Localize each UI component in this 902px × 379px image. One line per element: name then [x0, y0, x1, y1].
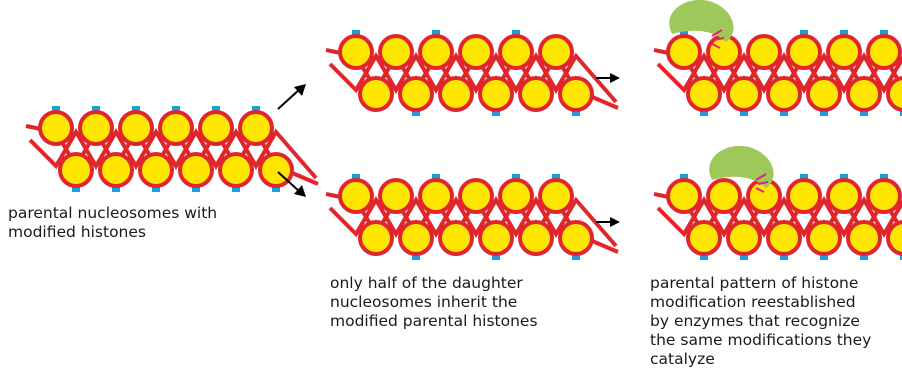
modification-mark-icon — [900, 252, 902, 260]
histone-octamer — [846, 220, 882, 256]
catalysis-spark-icon — [755, 173, 769, 193]
histone-octamer — [378, 178, 414, 214]
catalysis-spark-icon — [711, 29, 725, 49]
histone-octamer — [438, 76, 474, 112]
histone-octamer — [98, 152, 134, 188]
arrow-icon — [596, 73, 620, 83]
histone-octamer — [78, 110, 114, 146]
histone-octamer — [886, 76, 902, 112]
histone-octamer — [886, 220, 902, 256]
histone-octamer — [666, 178, 702, 214]
histone-octamer — [378, 34, 414, 70]
histone-octamer — [866, 34, 902, 70]
histone-octamer — [538, 178, 574, 214]
caption-half-inherit: only half of the daughter nucleosomes in… — [330, 274, 538, 330]
histone-octamer — [458, 34, 494, 70]
restored-strand-top — [653, 0, 902, 116]
histone-octamer — [38, 110, 74, 146]
histone-octamer — [498, 178, 534, 214]
histone-octamer — [686, 76, 722, 112]
histone-octamer — [398, 76, 434, 112]
histone-octamer — [418, 178, 454, 214]
histone-octamer — [826, 34, 862, 70]
histone-octamer — [706, 34, 742, 70]
histone-octamer — [218, 152, 254, 188]
histone-octamer — [726, 220, 762, 256]
caption-pattern-reestablished: parental pattern of histone modification… — [650, 274, 872, 368]
parental-nucleosome-strand — [25, 106, 319, 192]
histone-octamer — [338, 178, 374, 214]
enzyme-icon — [669, 0, 734, 42]
histone-octamer — [438, 220, 474, 256]
daughter-strand-bottom — [325, 174, 619, 260]
histone-octamer — [358, 76, 394, 112]
histone-octamer — [766, 220, 802, 256]
histone-octamer — [766, 76, 802, 112]
histone-octamer — [338, 34, 374, 70]
histone-octamer — [198, 110, 234, 146]
histone-octamer — [158, 110, 194, 146]
histone-octamer — [846, 76, 882, 112]
histone-octamer — [538, 34, 574, 70]
histone-octamer — [418, 34, 454, 70]
caption-parental-nucleosomes: parental nucleosomes with modified histo… — [8, 204, 218, 241]
arrow-icon — [596, 217, 620, 227]
histone-octamer — [806, 220, 842, 256]
enzyme-icon — [709, 145, 774, 188]
histone-octamer — [706, 178, 742, 214]
histone-octamer — [238, 110, 274, 146]
histone-octamer — [686, 220, 722, 256]
histone-octamer — [746, 34, 782, 70]
histone-octamer — [558, 76, 594, 112]
histone-octamer — [786, 34, 822, 70]
histone-octamer — [726, 76, 762, 112]
histone-octamer — [666, 34, 702, 70]
histone-octamer — [518, 220, 554, 256]
histone-octamer — [866, 178, 902, 214]
modification-mark-icon — [900, 108, 902, 116]
histone-octamer — [518, 76, 554, 112]
histone-octamer — [786, 178, 822, 214]
daughter-strand-top — [325, 30, 619, 116]
histone-octamer — [478, 76, 514, 112]
histone-octamer — [498, 34, 534, 70]
histone-octamer — [558, 220, 594, 256]
histone-octamer — [458, 178, 494, 214]
histone-octamer — [138, 152, 174, 188]
histone-octamer — [398, 220, 434, 256]
arrow-icon — [277, 171, 306, 197]
histone-octamer — [118, 110, 154, 146]
arrow-icon — [277, 84, 306, 110]
histone-octamer — [806, 76, 842, 112]
histone-octamer — [358, 220, 394, 256]
restored-strand-bottom — [653, 145, 902, 260]
histone-octamer — [478, 220, 514, 256]
histone-octamer — [826, 178, 862, 214]
histone-octamer — [178, 152, 214, 188]
histone-octamer — [58, 152, 94, 188]
